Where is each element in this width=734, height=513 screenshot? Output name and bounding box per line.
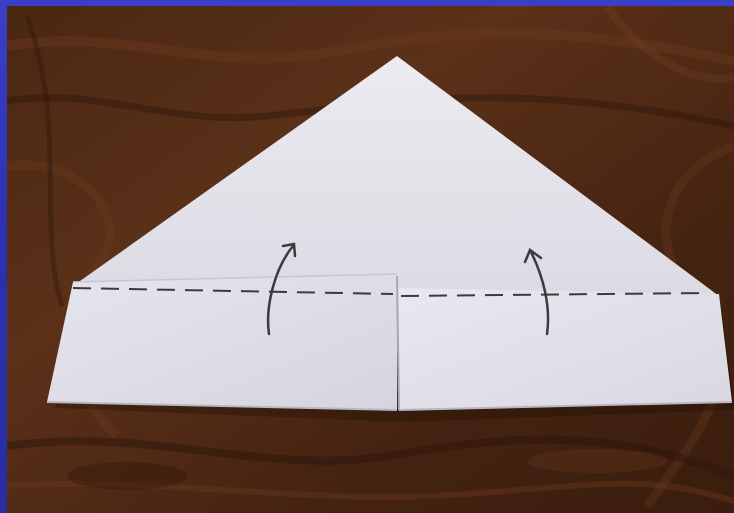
paper-flap-left xyxy=(47,274,397,410)
paper-flap-right xyxy=(397,288,732,410)
folding-photo xyxy=(7,6,734,513)
